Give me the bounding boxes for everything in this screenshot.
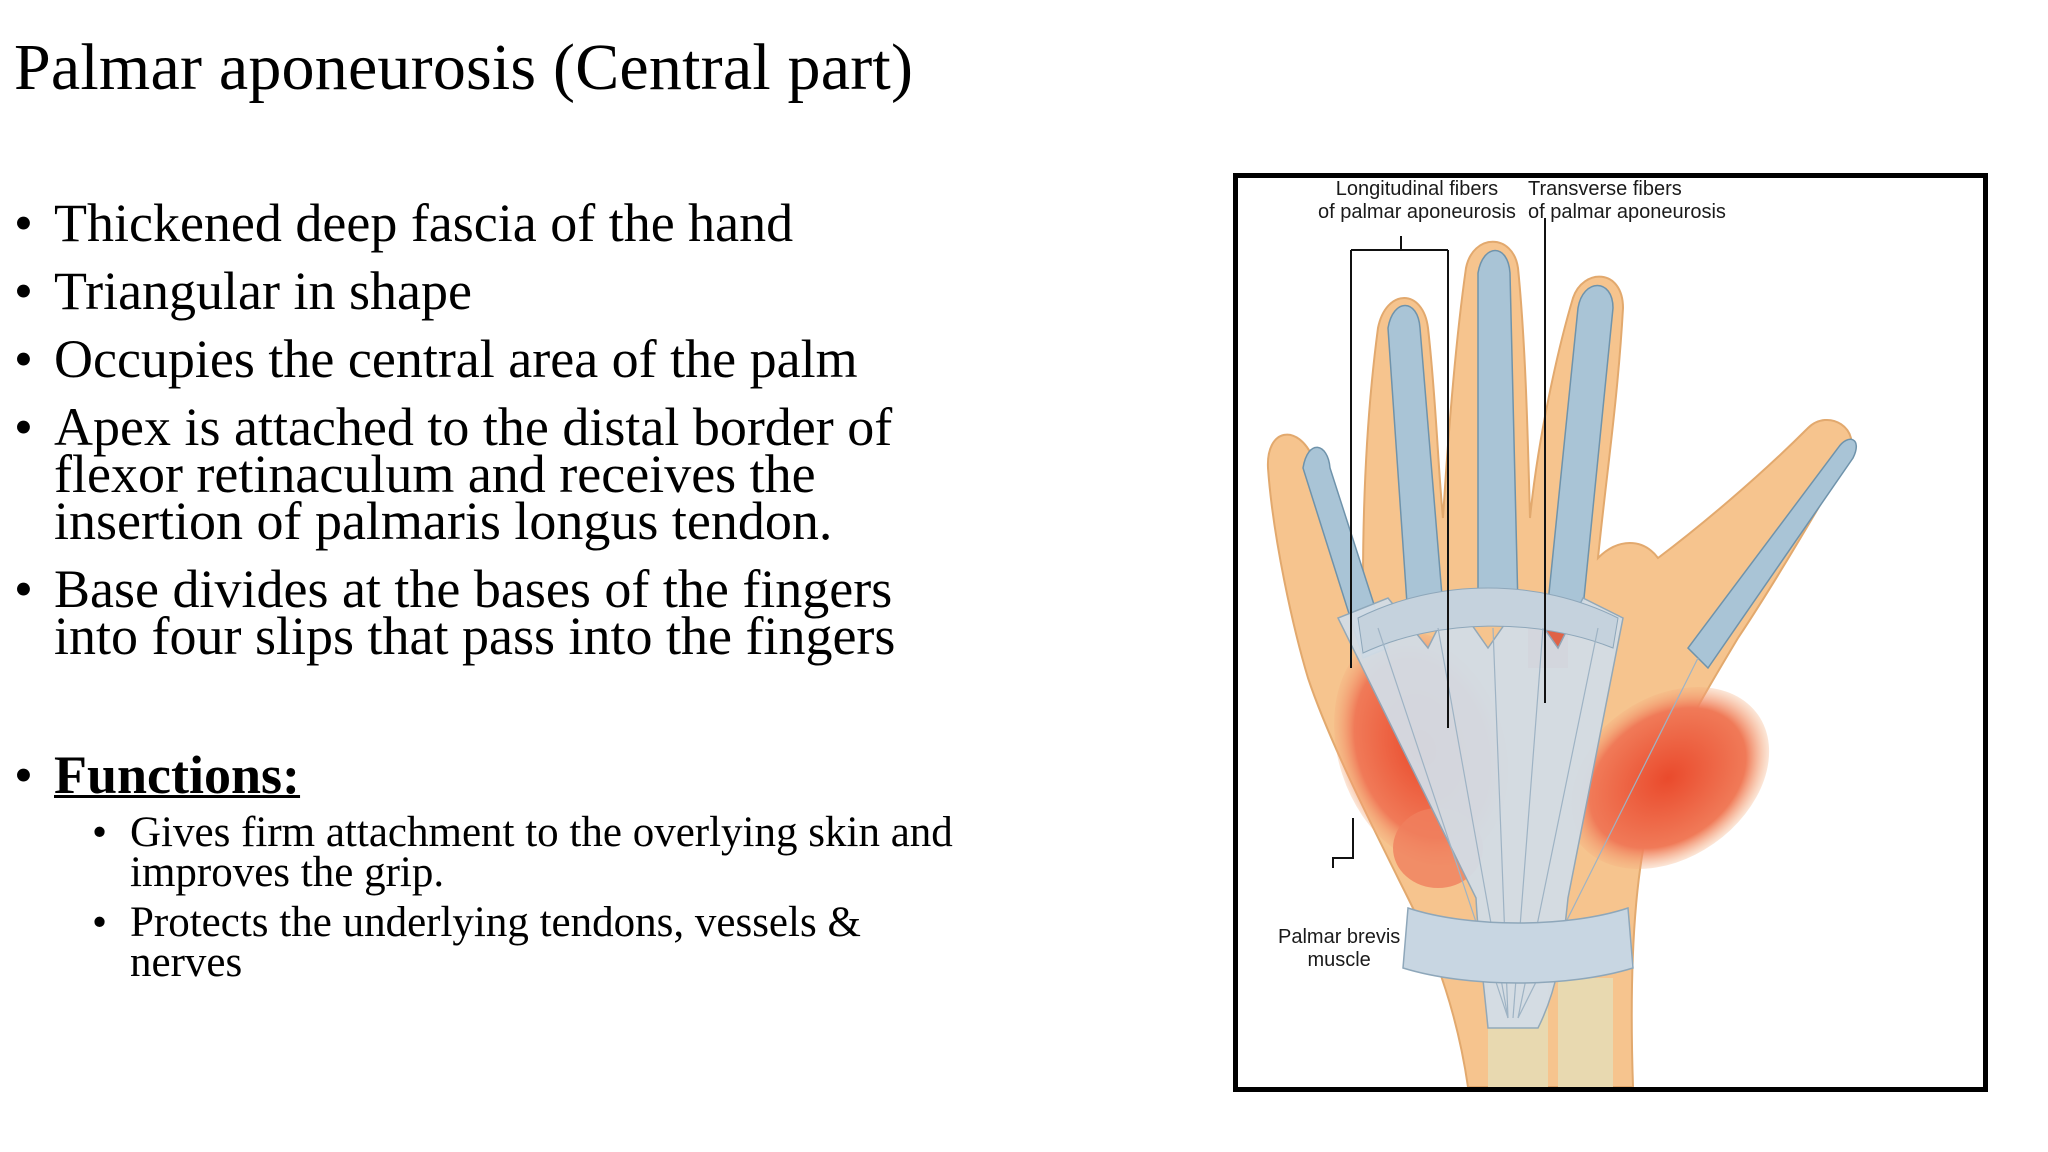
hand-anatomy-figure: Longitudinal fibers of palmar aponeurosi…: [1233, 173, 1988, 1092]
ulna-bone: [1558, 978, 1613, 1087]
bullet-text: Occupies the central area of the palm: [54, 329, 858, 389]
sub-bullet-dot: •: [92, 899, 108, 946]
function-text: Gives firm attachment to the overlying s…: [130, 809, 953, 896]
hand-illustration: [1266, 218, 1858, 1087]
sub-bullet-dot: •: [92, 809, 108, 856]
label-palmar-brevis: Palmar brevis muscle: [1278, 926, 1401, 971]
function-text: Protects the underlying tendons, vessels…: [130, 899, 861, 986]
slide-title: Palmar aponeurosis (Central part): [14, 31, 914, 104]
finger-tendons: [1302, 249, 1858, 670]
bullet-item: • Base divides at the bases of the finge…: [14, 559, 974, 663]
bullet-dot: •: [14, 193, 33, 253]
function-item: • Protects the underlying tendons, vesse…: [92, 899, 974, 984]
bullet-item: • Triangular in shape: [14, 261, 974, 321]
bullet-text: Thickened deep fascia of the hand: [54, 193, 794, 253]
label-transverse-fibers: Transverse fibers of palmar aponeurosis: [1528, 178, 1726, 223]
bullet-dot: •: [14, 329, 33, 389]
bullet-item: • Apex is attached to the distal border …: [14, 397, 974, 548]
functions-bullet: • Functions: • Gives firm attachment to …: [14, 745, 974, 984]
function-item: • Gives firm attachment to the overlying…: [92, 809, 974, 894]
label-longitudinal-fibers: Longitudinal fibers of palmar aponeurosi…: [1318, 178, 1516, 223]
bullet-dot: •: [14, 261, 33, 321]
label-leader-lines: [1332, 218, 1546, 868]
bullet-text: Triangular in shape: [54, 261, 472, 321]
flexor-retinaculum: [1402, 906, 1634, 984]
bullet-list: • Thickened deep fascia of the hand • Tr…: [14, 193, 974, 993]
thenar-muscle: [1566, 687, 1770, 869]
bullet-text: Base divides at the bases of the fingers…: [54, 559, 896, 666]
functions-heading: Functions:: [54, 745, 301, 805]
bullet-item: • Thickened deep fascia of the hand: [14, 193, 974, 253]
bullet-dot: •: [14, 745, 33, 805]
bullet-text: Apex is attached to the distal border of…: [54, 397, 893, 551]
bullet-dot: •: [14, 559, 33, 619]
bullet-item: • Occupies the central area of the palm: [14, 329, 974, 389]
transverse-fibers: [1357, 587, 1619, 654]
functions-list: • Gives firm attachment to the overlying…: [54, 809, 974, 984]
bullet-dot: •: [14, 397, 33, 457]
